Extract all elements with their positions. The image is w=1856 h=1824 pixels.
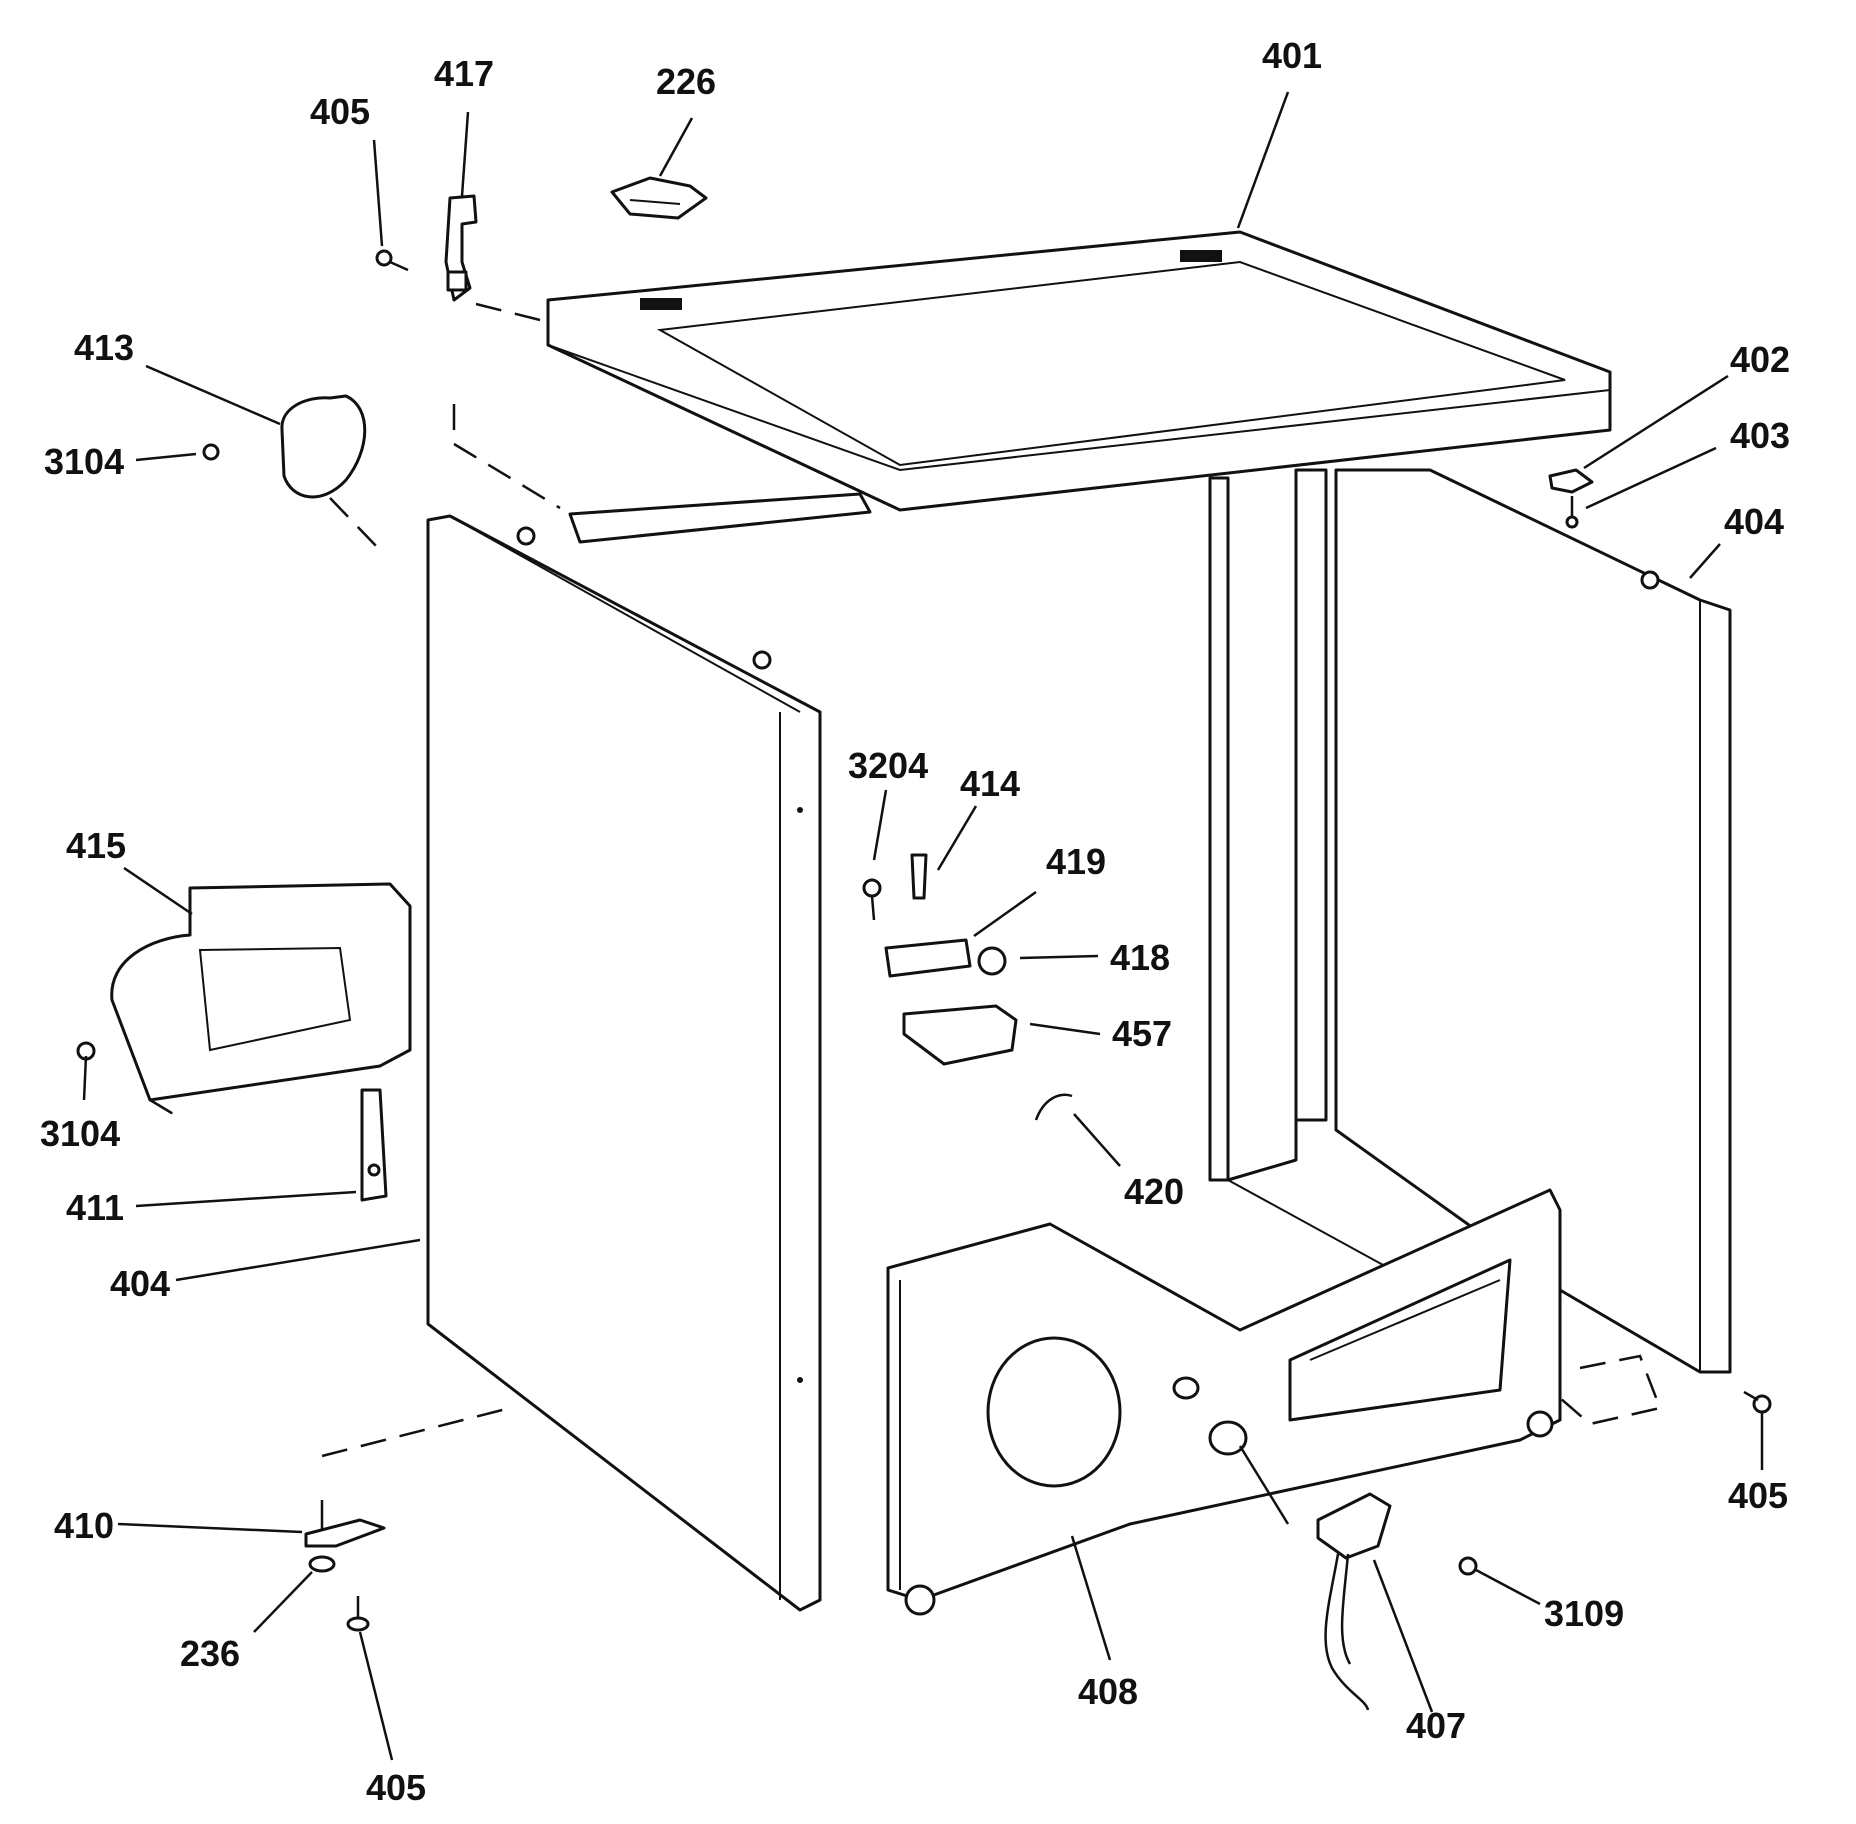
- callout-236: 236: [180, 1633, 240, 1674]
- callout-413: 413: [74, 327, 134, 368]
- terminal-block-419: [884, 938, 972, 978]
- callout-405-right: 405: [1728, 1475, 1788, 1516]
- callout-3204: 3204: [848, 745, 928, 786]
- assembly-guide-lines: [149, 302, 1662, 1458]
- terminal-block-407: [1316, 1492, 1392, 1711]
- callout-419: 419: [1046, 841, 1106, 882]
- leg-bracket-410: [304, 1500, 386, 1548]
- callout-457: 457: [1112, 1013, 1172, 1054]
- cover-plate-413: [280, 394, 367, 499]
- callout-402: 402: [1730, 339, 1790, 380]
- pin-414: [910, 853, 928, 900]
- callout-418: 418: [1110, 937, 1170, 978]
- callout-404-right: 404: [1724, 501, 1784, 542]
- screw-3204: [862, 878, 882, 921]
- front-panel-408: [886, 1188, 1562, 1616]
- callout-408: 408: [1078, 1671, 1138, 1712]
- foot-236: [308, 1555, 336, 1573]
- callout-404-left: 404: [110, 1263, 170, 1304]
- callout-403: 403: [1730, 415, 1790, 456]
- callout-414: 414: [960, 763, 1020, 804]
- callout-415: 415: [66, 825, 126, 866]
- callout-420: 420: [1124, 1171, 1184, 1212]
- screw-405-right: [1743, 1390, 1772, 1414]
- side-panel-404-left: [426, 514, 822, 1612]
- access-panel-415: [110, 882, 412, 1102]
- bracket-457: [902, 1004, 1018, 1066]
- clip-420: [1034, 1093, 1073, 1121]
- bracket-226: [610, 176, 708, 220]
- callout-3104-bottom: 3104: [40, 1113, 120, 1154]
- callout-leaders: [82, 91, 1764, 1761]
- callout-405-top: 405: [310, 91, 370, 132]
- callout-labels: 401 226 417 405 413 3104 402 403 404 320…: [40, 35, 1790, 1808]
- screw-405-top: [375, 249, 409, 272]
- top-cover-401: [546, 230, 1612, 512]
- callout-405-bottom: 405: [366, 1767, 426, 1808]
- callout-417: 417: [434, 53, 494, 94]
- top-rear-rail: [568, 492, 872, 544]
- callout-3104-top: 3104: [44, 441, 124, 482]
- callout-410: 410: [54, 1505, 114, 1546]
- side-panel-404-right: [1334, 468, 1732, 1374]
- screw-405-bottom: [346, 1596, 370, 1632]
- callout-411: 411: [66, 1187, 124, 1228]
- bracket-411: [360, 1088, 388, 1202]
- callout-3109: 3109: [1544, 1593, 1624, 1634]
- cabinet-rear-frame: [1208, 468, 1561, 1342]
- screw-3104-top: [202, 443, 220, 461]
- callout-226: 226: [656, 61, 716, 102]
- clip-402: [1548, 468, 1594, 494]
- nut-418: [977, 946, 1007, 976]
- screw-3109: [1458, 1556, 1478, 1576]
- bracket-417: [444, 194, 478, 302]
- screw-403: [1565, 496, 1579, 529]
- callout-407: 407: [1406, 1705, 1466, 1746]
- callout-401: 401: [1262, 35, 1322, 76]
